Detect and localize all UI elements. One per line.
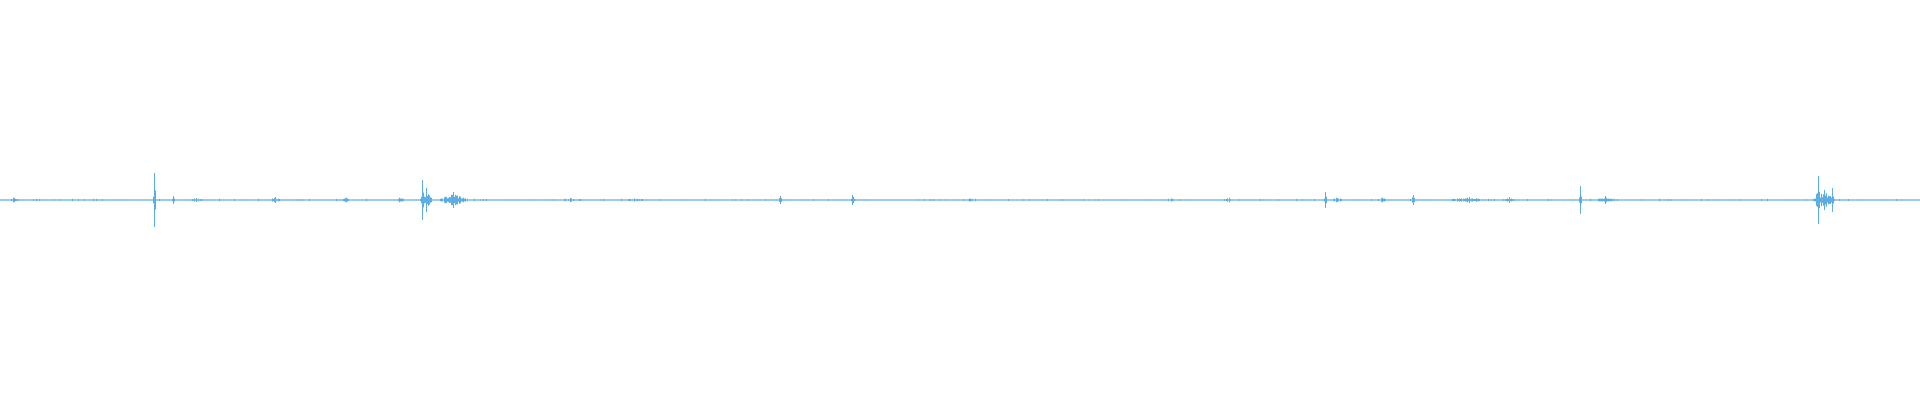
waveform-marks xyxy=(6,173,1903,227)
